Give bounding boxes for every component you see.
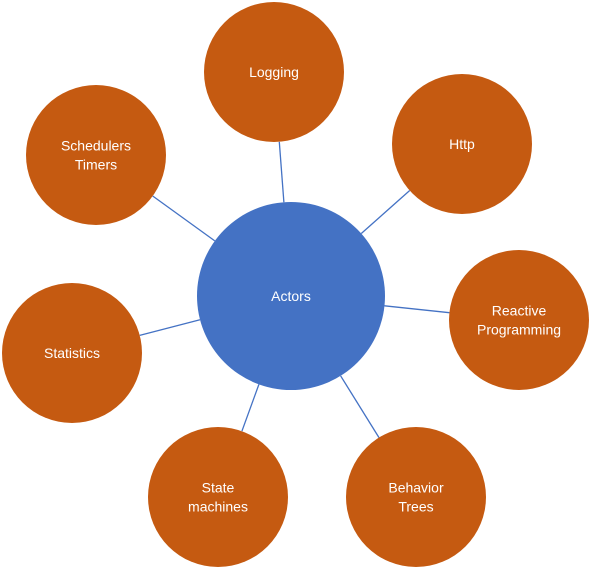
node-circle-statistics (2, 283, 142, 423)
node-label-schedulers-timers: Schedulers (61, 138, 131, 154)
node-label-http: Http (449, 136, 475, 152)
node-circle-logging (204, 2, 344, 142)
node-label-behavior-trees: Trees (398, 499, 433, 515)
node-state-machines: State machines (148, 427, 288, 567)
node-http: Http (392, 74, 532, 214)
node-statistics: Statistics (2, 283, 142, 423)
node-circle-state-machines (148, 427, 288, 567)
connector-statistics (139, 319, 201, 337)
connectors (139, 141, 450, 438)
node-circle-schedulers-timers (26, 85, 166, 225)
node-label-reactive-programming: Reactive (492, 303, 547, 319)
connector-logging (278, 141, 285, 203)
node-circle-http (392, 74, 532, 214)
connector-reactive-programming (384, 305, 450, 314)
center-label: Actors (271, 288, 311, 304)
center-circle (197, 202, 385, 390)
node-circle-reactive-programming (449, 250, 589, 390)
center-node: Actors (197, 202, 385, 390)
connector-http (360, 190, 411, 234)
node-circle-behavior-trees (346, 427, 486, 567)
node-label-logging: Logging (249, 64, 299, 80)
node-label-statistics: Statistics (44, 345, 100, 361)
connector-schedulers-timers (152, 195, 216, 242)
node-label-behavior-trees: Behavior (388, 480, 444, 496)
connector-behavior-trees (340, 375, 380, 438)
node-logging: Logging (204, 2, 344, 142)
connector-state-machines (241, 384, 260, 432)
node-label-reactive-programming: Programming (477, 322, 561, 338)
node-label-state-machines: State (202, 480, 235, 496)
node-label-schedulers-timers: Timers (75, 157, 117, 173)
node-label-state-machines: machines (188, 499, 248, 515)
